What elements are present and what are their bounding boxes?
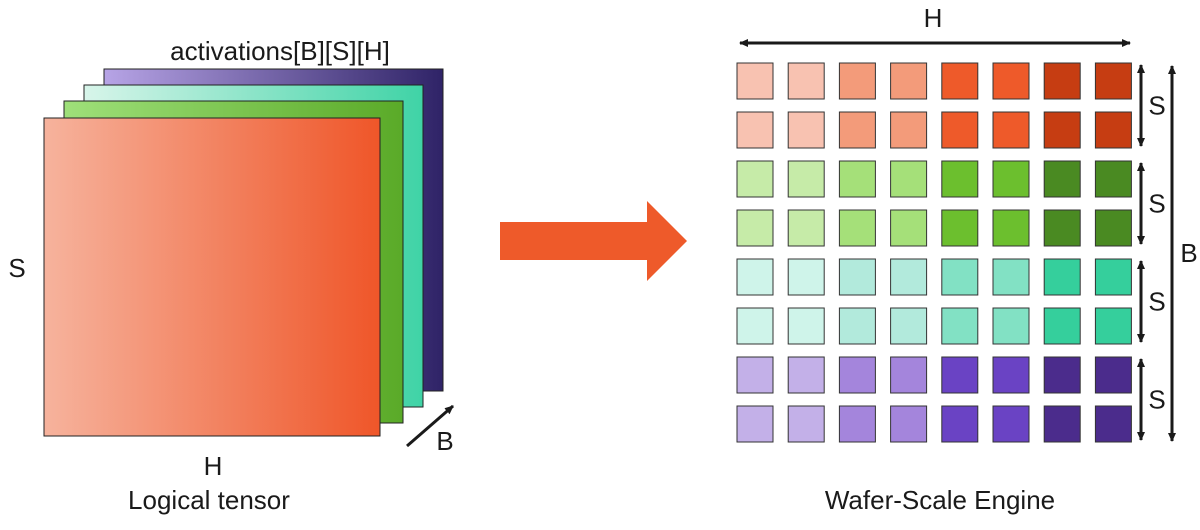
pe-cell (838, 307, 876, 345)
pe-cell (1043, 356, 1081, 394)
pe-cell (1043, 405, 1081, 443)
pe-cell (890, 62, 928, 100)
mapping-arrow (500, 201, 687, 281)
pe-cell (838, 356, 876, 394)
tensor-b-arrow (406, 404, 454, 448)
pe-cell (941, 258, 979, 296)
pe-cell (890, 356, 928, 394)
pe-cell (941, 307, 979, 345)
pe-cell (787, 111, 825, 149)
pe-cell (838, 209, 876, 247)
pe-cell (890, 111, 928, 149)
pe-cell (890, 160, 928, 198)
grid-s-label: S (1148, 91, 1165, 121)
pe-cell (941, 111, 979, 149)
pe-cell (890, 209, 928, 247)
tensor-title: activations[B][S][H] (170, 36, 390, 66)
pe-cell (992, 258, 1030, 296)
pe-cell (736, 405, 774, 443)
pe-cell (1094, 160, 1132, 198)
pe-cell (838, 62, 876, 100)
pe-cell (941, 405, 979, 443)
tensor-layer-orange (43, 117, 381, 437)
grid-s-label: S (1148, 189, 1165, 219)
pe-cell (992, 356, 1030, 394)
tensor-b-label: B (436, 426, 453, 456)
grid-caption: Wafer-Scale Engine (825, 485, 1055, 515)
tensor-s-label: S (8, 253, 25, 283)
pe-cell (1094, 111, 1132, 149)
pe-cell (1094, 356, 1132, 394)
pe-cell (941, 62, 979, 100)
pe-cell (838, 405, 876, 443)
pe-cell (838, 160, 876, 198)
pe-cell (941, 209, 979, 247)
pe-cell (1094, 307, 1132, 345)
pe-cell (838, 111, 876, 149)
pe-cell (890, 405, 928, 443)
pe-cell (1043, 209, 1081, 247)
pe-cell (736, 111, 774, 149)
pe-cell (787, 258, 825, 296)
pe-cell (736, 258, 774, 296)
grid-h-label: H (924, 3, 943, 33)
tensor-h-label: H (204, 451, 223, 481)
pe-cell (787, 62, 825, 100)
pe-cell (941, 356, 979, 394)
grid-s-markers: S S S S (1137, 64, 1166, 441)
pe-cell (1043, 111, 1081, 149)
pe-grid (736, 62, 1132, 443)
pe-cell (992, 111, 1030, 149)
pe-cell (736, 160, 774, 198)
pe-cell (736, 307, 774, 345)
pe-cell (992, 62, 1030, 100)
pe-cell (787, 356, 825, 394)
pe-cell (1094, 405, 1132, 443)
pe-cell (1043, 258, 1081, 296)
pe-cell (787, 209, 825, 247)
grid-s-label: S (1148, 287, 1165, 317)
pe-cell (736, 356, 774, 394)
pe-cell (1094, 62, 1132, 100)
pe-cell (941, 160, 979, 198)
grid-b-label: B (1180, 238, 1197, 268)
pe-cell (1043, 160, 1081, 198)
pe-cell (992, 160, 1030, 198)
pe-cell (1094, 209, 1132, 247)
pe-cell (890, 307, 928, 345)
pe-cell (1043, 307, 1081, 345)
pe-cell (992, 209, 1030, 247)
grid-s-label: S (1148, 385, 1165, 415)
pe-cell (1043, 62, 1081, 100)
pe-cell (1094, 258, 1132, 296)
pe-cell (736, 209, 774, 247)
pe-cell (736, 62, 774, 100)
pe-cell (787, 307, 825, 345)
pe-cell (787, 160, 825, 198)
pe-cell (838, 258, 876, 296)
pe-cell (992, 307, 1030, 345)
tensor-caption: Logical tensor (128, 485, 290, 515)
pe-cell (890, 258, 928, 296)
pe-cell (787, 405, 825, 443)
pe-cell (992, 405, 1030, 443)
